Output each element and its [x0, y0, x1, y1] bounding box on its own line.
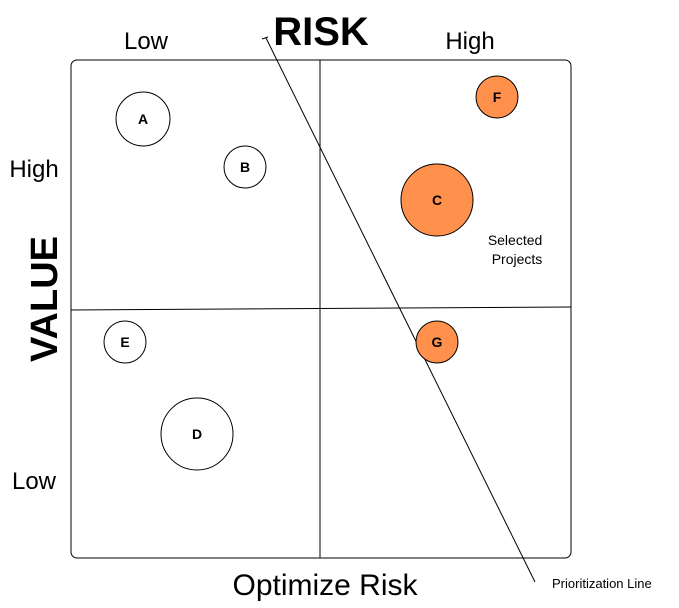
- prioritization-line-tick: [261, 36, 269, 40]
- value-low-label: Low: [12, 468, 57, 495]
- project-label-g: G: [432, 334, 443, 350]
- selected-projects-line-1: Selected: [488, 232, 542, 248]
- risk-title: RISK: [273, 10, 369, 54]
- project-label-e: E: [120, 334, 129, 350]
- risk-bottom-label: Optimize Risk: [232, 569, 418, 602]
- horizontal-divider: [70, 306, 572, 311]
- project-label-b: B: [240, 159, 250, 175]
- project-bubble-d: [160, 397, 234, 471]
- value-axis-label: VALUE: [24, 236, 66, 362]
- project-label-a: A: [138, 111, 148, 127]
- project-bubble-c: [400, 163, 474, 237]
- risk-high-label: High: [445, 28, 494, 55]
- project-label-f: F: [493, 89, 502, 105]
- project-label-d: D: [192, 426, 202, 442]
- value-high-label: High: [9, 156, 58, 183]
- risk-low-label: Low: [124, 28, 169, 55]
- project-bubbles: A B C D E F G: [103, 75, 519, 471]
- selected-projects-line-2: Projects: [492, 251, 543, 267]
- project-bubble-b: [223, 145, 267, 189]
- prioritization-line: [265, 37, 536, 583]
- project-bubble-e: [103, 320, 147, 364]
- project-bubble-g: [415, 320, 459, 364]
- selected-projects-label: Selected Projects: [488, 232, 546, 267]
- matrix-frame: [70, 59, 572, 559]
- project-label-c: C: [432, 192, 442, 208]
- project-bubble-a: [115, 91, 171, 147]
- project-bubble-f: [475, 75, 519, 119]
- prioritization-line-label: Prioritization Line: [552, 576, 652, 591]
